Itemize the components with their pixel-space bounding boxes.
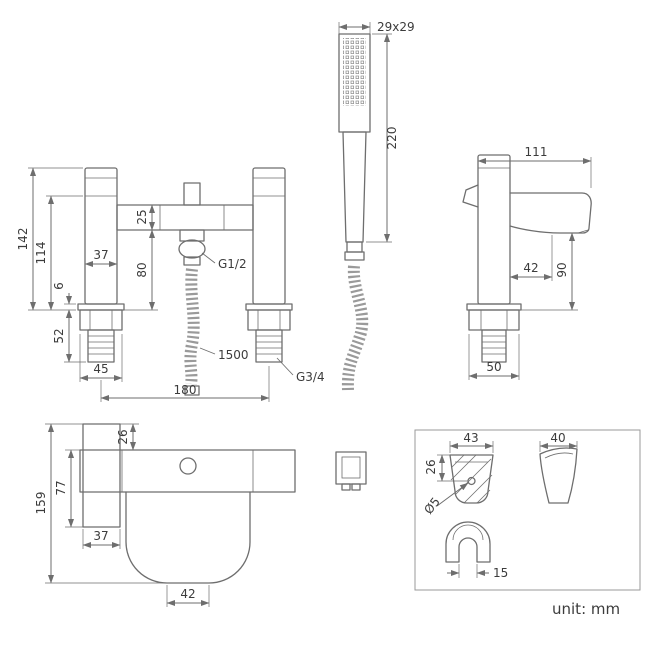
handset-handle bbox=[342, 131, 367, 243]
dim-body-height-label: 114 bbox=[34, 242, 48, 265]
dim-bracket-height-label: 26 bbox=[424, 459, 438, 474]
side-thread-hatch bbox=[482, 335, 506, 355]
shower-thread-label: G1/2 bbox=[218, 257, 247, 271]
side-spout bbox=[509, 192, 592, 234]
dim-tail-label: 52 bbox=[52, 328, 66, 343]
handset-hose bbox=[341, 265, 369, 391]
bracket-plan bbox=[335, 451, 367, 491]
dim-spout-height-label: 90 bbox=[555, 262, 569, 277]
dim-total-height-label: 142 bbox=[16, 228, 30, 251]
dim-bracket-depth-label: 40 bbox=[550, 431, 565, 445]
plan-deck-bar bbox=[79, 449, 296, 493]
plan-diverter-knob bbox=[179, 457, 197, 475]
side-body bbox=[477, 154, 511, 305]
dim-spout-width-label: 42 bbox=[180, 587, 195, 601]
detail-box: 43 26 Ø5 40 15 bbox=[414, 429, 641, 591]
plan-view: 26 77 159 37 42 bbox=[34, 423, 367, 607]
bracket-profile: 40 bbox=[539, 431, 578, 504]
dim-centres-label: 180 bbox=[174, 383, 197, 397]
side-view: 111 42 90 50 bbox=[462, 145, 592, 380]
dim-total-depth-label: 159 bbox=[34, 492, 48, 515]
dim-handle-depth-label: 77 bbox=[54, 480, 68, 495]
dim-slot-label: 15 bbox=[493, 566, 508, 580]
right-pillar bbox=[245, 167, 293, 363]
hose-connector-nut bbox=[178, 239, 206, 259]
detail-box-border bbox=[414, 429, 641, 591]
dim-hole-label: Ø5 bbox=[421, 495, 443, 517]
dim-handle-width-label: 37 bbox=[93, 529, 108, 543]
left-thread-hatch bbox=[88, 335, 114, 355]
side-lever bbox=[462, 184, 479, 208]
unit-label: unit: mm bbox=[552, 600, 620, 618]
dim-body-width-label: 37 bbox=[93, 248, 108, 262]
dim-handset-length-label: 220 bbox=[385, 127, 399, 150]
bracket-section: 43 26 Ø5 bbox=[421, 431, 494, 517]
plan-spout-plate bbox=[125, 491, 251, 584]
hose-length-label: 1500 bbox=[218, 348, 249, 362]
dim-spout-reach-label: 111 bbox=[525, 145, 548, 159]
plan-handle bbox=[82, 423, 121, 528]
front-view: 142 114 6 52 37 25 80 45 bbox=[16, 167, 325, 402]
dim-flange-label: 6 bbox=[52, 282, 66, 290]
right-thread-hatch bbox=[256, 335, 282, 355]
dim-riser-top-label: 25 bbox=[135, 209, 149, 224]
inlet-thread-label: G3/4 bbox=[296, 370, 325, 384]
left-pillar bbox=[77, 167, 125, 363]
dim-base-width-label: 45 bbox=[93, 362, 108, 376]
spray-face-grid bbox=[343, 38, 366, 106]
bracket-front: 15 bbox=[445, 521, 508, 580]
handset-hose-nut bbox=[344, 251, 365, 261]
shower-hose bbox=[184, 268, 200, 385]
dim-head-size-label: 29x29 bbox=[377, 20, 415, 34]
dim-side-base-width-label: 50 bbox=[486, 360, 501, 374]
dim-riser-bottom-label: 80 bbox=[135, 262, 149, 277]
handset-view: 29x29 220 bbox=[338, 20, 415, 391]
dim-overhang-label: 26 bbox=[116, 429, 130, 444]
dim-bracket-width-label: 43 bbox=[463, 431, 478, 445]
dim-body-offset-label: 42 bbox=[523, 261, 538, 275]
front-view-dimensions: 142 114 6 52 37 25 80 45 bbox=[16, 167, 325, 402]
center-riser bbox=[116, 182, 254, 396]
